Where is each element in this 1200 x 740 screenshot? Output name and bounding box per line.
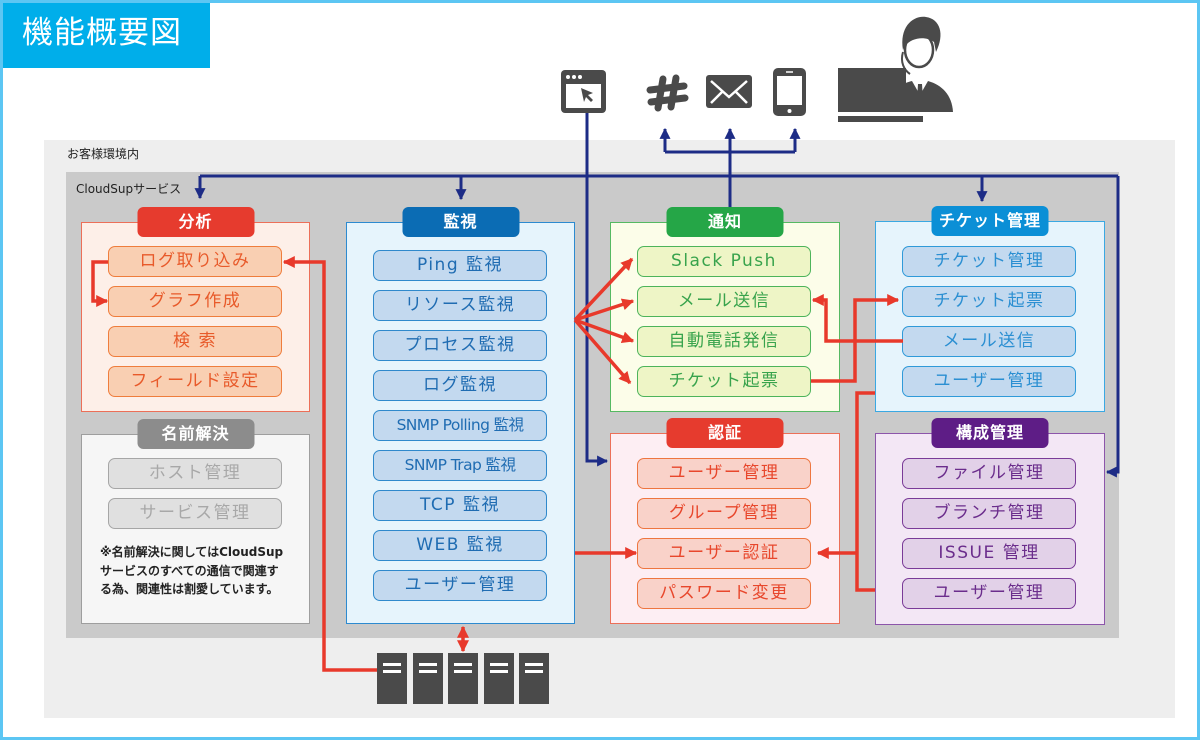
- feature-item-service-management: サービス管理: [108, 498, 282, 529]
- feature-list: ユーザー管理 グループ管理 ユーザー認証 パスワード変更: [637, 458, 811, 609]
- feature-item-file-management: ファイル管理: [902, 458, 1076, 489]
- analysis-section: 分析 ログ取り込み グラフ作成 検 索 フィールド設定: [81, 207, 310, 412]
- feature-list: ホスト管理 サービス管理: [108, 458, 282, 529]
- section-header: 分析: [137, 207, 254, 237]
- section-header: 監視: [402, 207, 519, 237]
- feature-item-user-management: ユーザー管理: [637, 458, 811, 489]
- diagram-title: 機能概要図: [0, 0, 210, 68]
- mail-icon: [706, 75, 752, 108]
- config-section: 構成管理 ファイル管理 ブランチ管理 ISSUE 管理 ユーザー管理: [875, 418, 1105, 625]
- feature-item-graph: グラフ作成: [108, 286, 282, 317]
- feature-item-auto-call: 自動電話発信: [637, 326, 811, 357]
- customer-environment-label: お客様環境内: [67, 147, 140, 161]
- feature-item-slack-push: Slack Push: [637, 246, 811, 277]
- section-header: 名前解決: [137, 419, 254, 449]
- feature-list: チケット管理 チケット起票 メール送信 ユーザー管理: [902, 246, 1076, 397]
- ticket-section: チケット管理 チケット管理 チケット起票 メール送信 ユーザー管理: [875, 206, 1105, 412]
- feature-item-tcp: TCP 監視: [373, 490, 547, 521]
- name-resolution-section: 名前解決 ホスト管理 サービス管理 ※名前解決に関してはCloudSup サービ…: [81, 419, 310, 624]
- note-line: ※名前解決に関してはCloudSup: [100, 545, 284, 559]
- feature-item-field-settings: フィールド設定: [108, 366, 282, 397]
- feature-item-issue-management: ISSUE 管理: [902, 538, 1076, 569]
- section-header: 構成管理: [931, 418, 1049, 448]
- feature-item-user-auth: ユーザー認証: [637, 538, 811, 569]
- feature-item-log: ログ監視: [373, 370, 547, 401]
- feature-list: Ping 監視 リソース監視 プロセス監視 ログ監視 SNMP Polling …: [373, 250, 547, 601]
- feature-item-ticket-issue: チケット起票: [637, 366, 811, 397]
- feature-list: ファイル管理 ブランチ管理 ISSUE 管理 ユーザー管理: [902, 458, 1076, 609]
- feature-item-mail-send: メール送信: [902, 326, 1076, 357]
- feature-item-host-management: ホスト管理: [108, 458, 282, 489]
- feature-item-group-management: グループ管理: [637, 498, 811, 529]
- feature-item-search: 検 索: [108, 326, 282, 357]
- name-resolution-note: ※名前解決に関してはCloudSup サービスのすべての通信で関連す る為、関連…: [100, 543, 283, 599]
- browser-icon: [561, 70, 606, 113]
- feature-item-user-management: ユーザー管理: [902, 366, 1076, 397]
- feature-item-process: プロセス監視: [373, 330, 547, 361]
- feature-item-user-management: ユーザー管理: [373, 570, 547, 601]
- note-line: サービスのすべての通信で関連す: [100, 563, 279, 578]
- cloudsup-service-label: CloudSupサービス: [76, 182, 182, 196]
- section-header: チケット管理: [931, 206, 1049, 236]
- slack-icon: [646, 74, 689, 112]
- feature-item-ping: Ping 監視: [373, 250, 547, 281]
- feature-item-ticket-issue: チケット起票: [902, 286, 1076, 317]
- feature-list: Slack Push メール送信 自動電話発信 チケット起票: [637, 246, 811, 397]
- monitoring-section: 監視 Ping 監視 リソース監視 プロセス監視 ログ監視 SNMP Polli…: [346, 207, 575, 624]
- feature-item-branch-management: ブランチ管理: [902, 498, 1076, 529]
- feature-item-web: WEB 監視: [373, 530, 547, 561]
- notification-section: 通知 Slack Push メール送信 自動電話発信 チケット起票: [610, 207, 840, 412]
- feature-item-snmp-trap: SNMP Trap 監視: [373, 450, 547, 481]
- laptop-icon: [838, 68, 906, 112]
- feature-item-ticket-management: チケット管理: [902, 246, 1076, 277]
- authentication-section: 認証 ユーザー管理 グループ管理 ユーザー認証 パスワード変更: [610, 418, 840, 624]
- feature-list: ログ取り込み グラフ作成 検 索 フィールド設定: [108, 246, 282, 397]
- feature-item-snmp-polling: SNMP Polling 監視: [373, 410, 547, 441]
- note-line: る為、関連性は割愛しています。: [100, 582, 279, 596]
- feature-item-resource: リソース監視: [373, 290, 547, 321]
- operator-icon: [838, 16, 953, 122]
- section-header: 認証: [666, 418, 784, 448]
- feature-item-log-ingest: ログ取り込み: [108, 246, 282, 277]
- feature-item-password-change: パスワード変更: [637, 578, 811, 609]
- feature-item-mail-send: メール送信: [637, 286, 811, 317]
- feature-item-user-management: ユーザー管理: [902, 578, 1076, 609]
- section-header: 通知: [666, 207, 784, 237]
- smartphone-icon: [773, 68, 806, 116]
